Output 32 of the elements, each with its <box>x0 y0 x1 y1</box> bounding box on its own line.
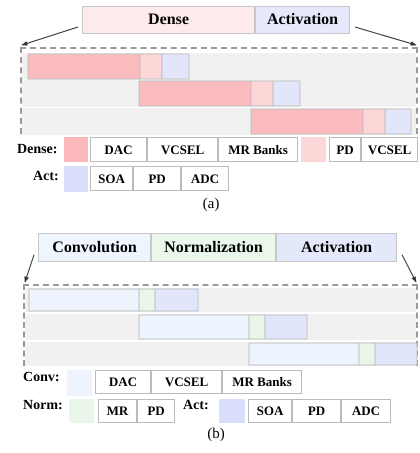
legend-label: Conv: <box>23 370 61 386</box>
table-cell: ADC <box>341 399 391 423</box>
layer-box: Activation <box>276 233 397 262</box>
table-cell: VCSEL <box>147 137 218 162</box>
table-cell: VCSEL <box>151 370 222 394</box>
subfigure-caption: (a) <box>202 196 220 214</box>
table-cell: DAC <box>90 137 147 162</box>
arrow <box>402 254 416 283</box>
legend-label: Norm: <box>23 398 64 414</box>
layer-box: Activation <box>255 6 350 34</box>
arrow <box>24 254 34 283</box>
table-cell: PD <box>292 399 341 423</box>
table-cell: ADC <box>181 166 229 191</box>
table-cell: SOA <box>90 166 133 191</box>
subfigure-caption: (b) <box>206 426 226 444</box>
table-cell: MR Banks <box>218 137 298 162</box>
legend-label: Act: <box>33 169 60 185</box>
legend-label: Act: <box>183 398 210 414</box>
table-cell: PD <box>133 166 181 191</box>
layer-box: Normalization <box>151 233 276 262</box>
table-cell: SOA <box>248 399 292 423</box>
table-cell: PD <box>329 137 361 162</box>
legend-label: Dense: <box>17 142 58 158</box>
table-cell: PD <box>137 399 175 423</box>
arrow <box>354 26 417 46</box>
table-cell: MR Banks <box>222 370 302 394</box>
table-cell: MR <box>98 399 137 423</box>
layer-box: Convolution <box>38 233 151 262</box>
table-cell: DAC <box>95 370 151 394</box>
table-cell: VCSEL <box>361 137 418 162</box>
layer-box: Dense <box>82 6 255 34</box>
arrow <box>21 26 78 46</box>
